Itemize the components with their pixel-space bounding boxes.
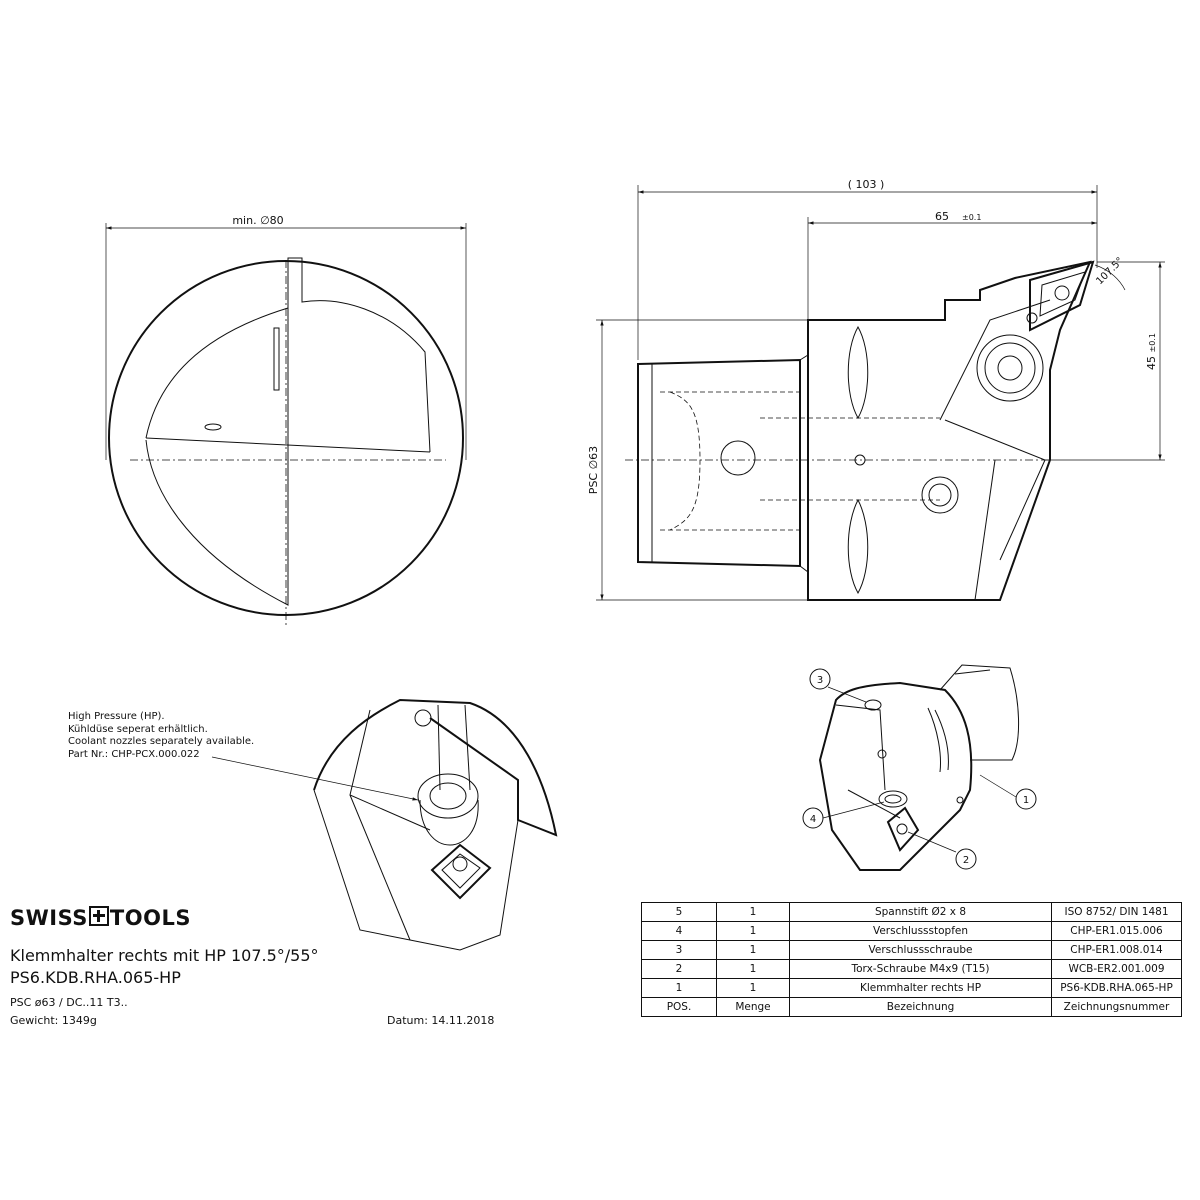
bom-qty: 1 <box>716 978 790 998</box>
front-view: min. ∅80 <box>105 214 467 625</box>
bom-qty: 1 <box>716 902 790 922</box>
overall-length-label: ( 103 ) <box>848 178 885 191</box>
table-header-row: POS. Menge Bezeichnung Zeichnungsnummer <box>641 997 1182 1017</box>
bill-of-materials: 5 1 Spannstift Ø2 x 8 ISO 8752/ DIN 1481… <box>641 902 1182 1017</box>
bom-desc: Verschlussschraube <box>789 940 1052 960</box>
date-line: Datum: 14.11.2018 <box>387 1014 495 1027</box>
callout-4-label: 4 <box>810 814 816 825</box>
bom-pos: 2 <box>641 959 717 979</box>
min-diameter-label: min. ∅80 <box>232 214 283 227</box>
table-row: 1 1 Klemmhalter rechts HP PS6-KDB.RHA.06… <box>641 978 1182 998</box>
weight-line: Gewicht: 1349g <box>10 1014 97 1027</box>
bom-drawing: CHP-ER1.008.014 <box>1051 940 1182 960</box>
coolant-note: High Pressure (HP). Kühldüse seperat erh… <box>68 711 254 761</box>
table-row: 4 1 Verschlussstopfen CHP-ER1.015.006 <box>641 921 1182 941</box>
part-number: PS6.KDB.RHA.065-HP <box>10 968 181 987</box>
callout-1 <box>1015 788 1037 810</box>
psc-diameter-label: PSC ∅63 <box>587 446 600 494</box>
bom-drawing: PS6-KDB.RHA.065-HP <box>1051 978 1182 998</box>
bom-desc: Spannstift Ø2 x 8 <box>789 902 1052 922</box>
note-line-4: Part Nr.: CHP-PCX.000.022 <box>68 748 200 760</box>
detail-view <box>211 698 558 951</box>
bom-desc: Torx-Schraube M4x9 (T15) <box>789 959 1052 979</box>
table-row: 5 1 Spannstift Ø2 x 8 ISO 8752/ DIN 1481 <box>641 902 1182 922</box>
bom-pos: 1 <box>641 978 717 998</box>
header-desc: Bezeichnung <box>789 997 1052 1017</box>
bom-pos: 5 <box>641 902 717 922</box>
length-65-tol: ±0.1 <box>962 213 981 222</box>
bom-desc: Klemmhalter rechts HP <box>789 978 1052 998</box>
table-row: 3 1 Verschlussschraube CHP-ER1.008.014 <box>641 940 1182 960</box>
bom-drawing: CHP-ER1.015.006 <box>1051 921 1182 941</box>
bom-qty: 1 <box>716 940 790 960</box>
bom-pos: 3 <box>641 940 717 960</box>
callout-2-label: 2 <box>963 855 969 866</box>
length-65-label: 65 <box>935 210 949 223</box>
table-row: 2 1 Torx-Schraube M4x9 (T15) WCB-ER2.001… <box>641 959 1182 979</box>
drawing-title: Klemmhalter rechts mit HP 107.5°/55° <box>10 946 319 965</box>
bom-pos: 4 <box>641 921 717 941</box>
note-line-1: High Pressure (HP). <box>68 711 165 722</box>
spec-line: PSC ø63 / DC..11 T3.. <box>10 996 128 1009</box>
callout-3 <box>809 668 831 690</box>
callout-1-label: 1 <box>1023 795 1029 806</box>
bom-qty: 1 <box>716 959 790 979</box>
callout-3-label: 3 <box>817 675 823 686</box>
note-line-2: Kühldüse seperat erhältlich. <box>68 723 208 735</box>
bom-desc: Verschlussstopfen <box>789 921 1052 941</box>
callout-4 <box>802 807 824 829</box>
bom-qty: 1 <box>716 921 790 941</box>
angle-label: 107.5° <box>1094 256 1126 288</box>
callout-2 <box>955 848 977 870</box>
header-qty: Menge <box>716 997 790 1017</box>
header-pos: POS. <box>641 997 717 1017</box>
bom-drawing: WCB-ER2.001.009 <box>1051 959 1182 979</box>
height-45-label: 45 ±0.1 <box>1145 333 1158 370</box>
cross-icon <box>88 906 109 926</box>
side-view: ( 103 ) 65 ±0.1 45 ±0.1 PSC ∅63 <box>587 178 1165 601</box>
iso-view: 3 4 2 1 <box>802 664 1037 871</box>
header-drawing: Zeichnungsnummer <box>1051 997 1182 1017</box>
bom-drawing: ISO 8752/ DIN 1481 <box>1051 902 1182 922</box>
note-line-3: Coolant nozzles separately available. <box>68 736 255 748</box>
